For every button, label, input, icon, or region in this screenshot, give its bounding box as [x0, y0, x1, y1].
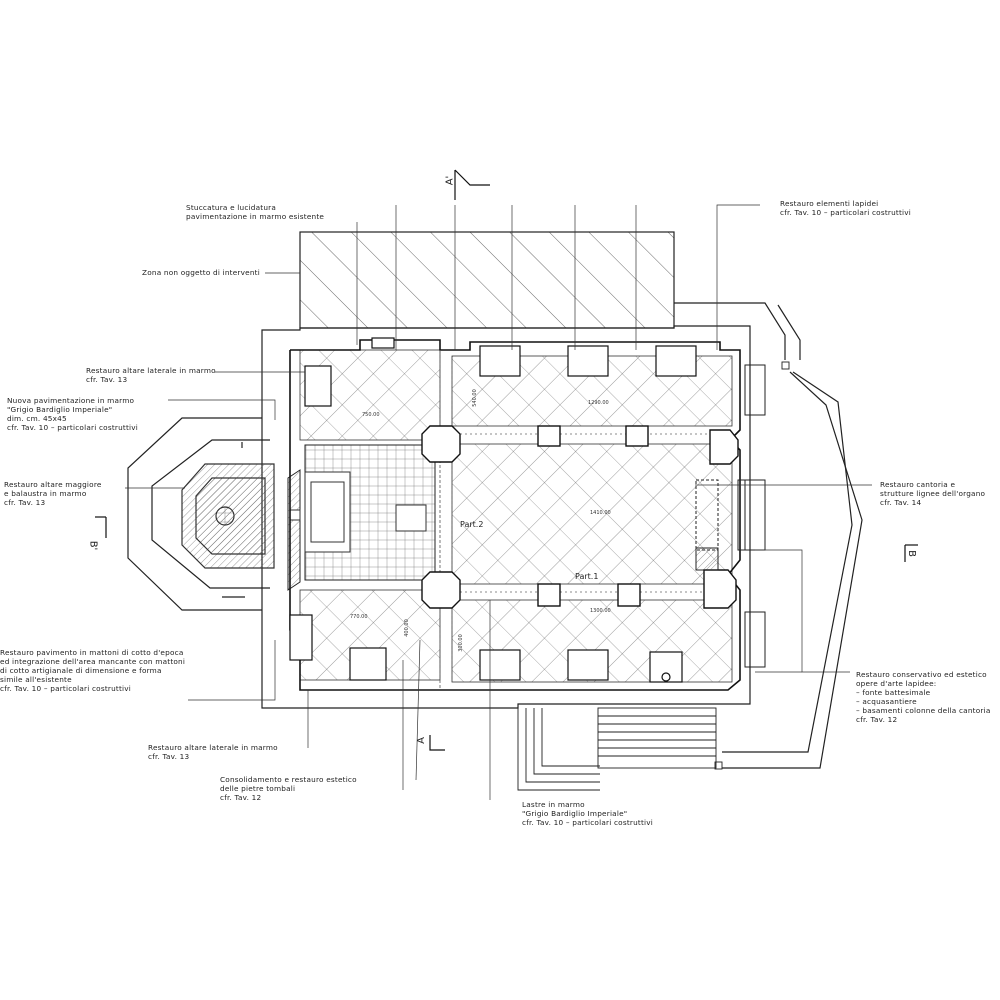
outer-perimeter: [261, 302, 863, 769]
dimension-label: 750.00: [362, 412, 380, 418]
label-nuova-pavimentazione: Nuova pavimentazione in marmo "Grigio Ba…: [7, 396, 139, 432]
label-restauro-conservativo: Restauro conservativo ed estetico opere …: [856, 670, 991, 724]
dimension-label: 1300.00: [590, 608, 611, 614]
label-lastre: Lastre in marmo "Grigio Bardiglio Imperi…: [522, 800, 654, 827]
label-altare-laterale-top: Restauro altare laterale in marmo cfr. T…: [86, 366, 216, 384]
dimension-label: 400.00: [403, 619, 410, 637]
label-altare-maggiore: Restauro altare maggiore e balaustra in …: [4, 480, 102, 507]
entrance-steps: [517, 361, 790, 791]
dimension-label: 1290.00: [588, 400, 609, 406]
section-a-top: A': [444, 175, 456, 186]
dimension-label: 540.00: [471, 389, 478, 407]
label-zona-non-oggetto: Zona non oggetto di interventi: [142, 268, 260, 277]
section-b-right: B: [905, 550, 917, 557]
side-niches: [289, 337, 697, 683]
walls: [289, 339, 741, 691]
leader-lines: [125, 204, 872, 800]
zone-not-affected: [299, 231, 675, 329]
label-elementi-lapidei: Restauro elementi lapidei cfr. Tav. 10 –…: [780, 199, 912, 217]
label-pavimento-cotto: Restauro pavimento in mattoni di cotto d…: [0, 648, 186, 693]
label-altare-laterale-bottom: Restauro altare laterale in marmo cfr. T…: [148, 743, 278, 761]
section-markers: [95, 169, 918, 751]
piers: [421, 425, 739, 609]
section-b-left: B': [87, 540, 99, 551]
dimension-label: 300.00: [457, 634, 464, 652]
dimension-label: 770.00: [350, 614, 368, 620]
label-stuccatura: Stuccatura e lucidatura pavimentazione i…: [186, 203, 325, 221]
part-2-marker: Part.2: [460, 520, 484, 529]
presbytery: [287, 444, 436, 591]
section-a-bottom: A: [415, 737, 427, 744]
label-pietre-tombali: Consolidamento e restauro estetico delle…: [220, 775, 357, 802]
label-cantoria: Restauro cantoria e strutture lignee del…: [880, 480, 986, 507]
part-1-marker: Part.1: [575, 572, 599, 581]
right-chapels: [695, 364, 766, 668]
dimension-label: 1410.00: [590, 510, 611, 516]
apse: [127, 417, 275, 611]
